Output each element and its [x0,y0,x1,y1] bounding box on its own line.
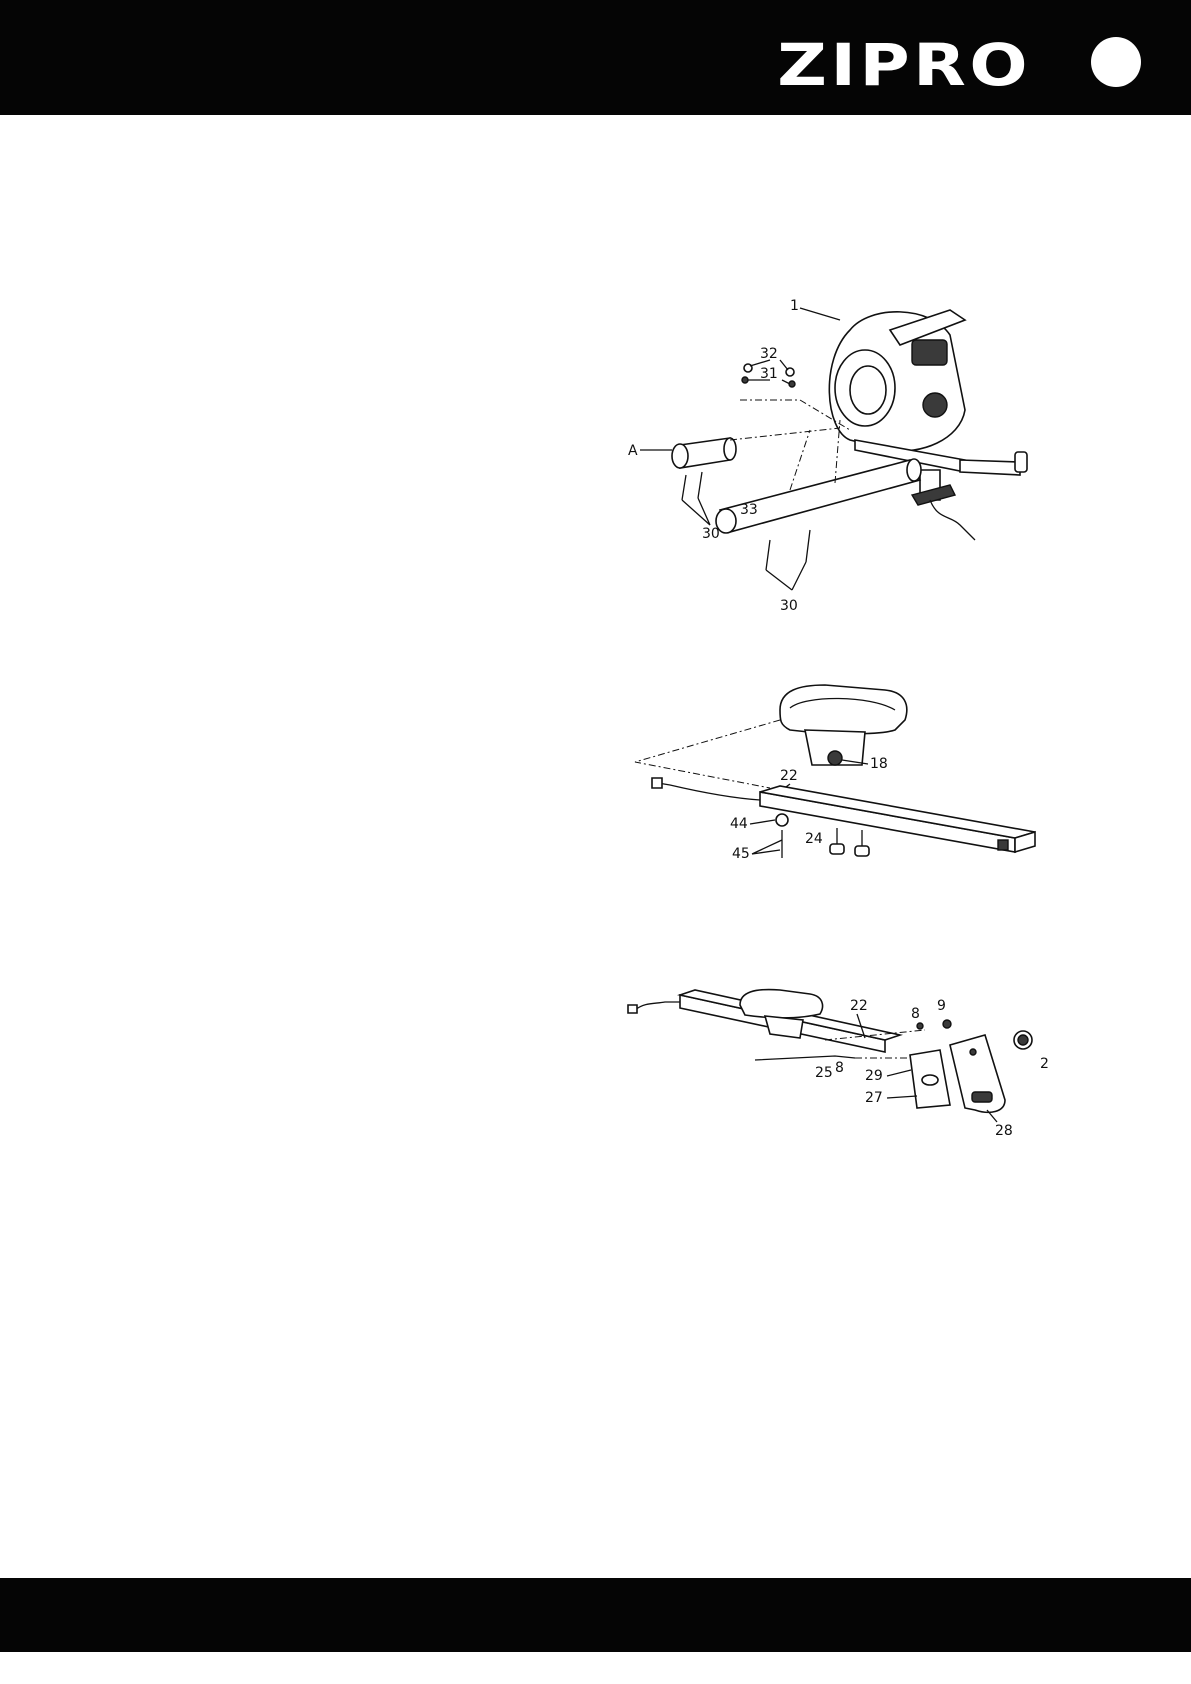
label-washer: 32 [760,346,778,362]
label-cap: 2 [1040,1056,1049,1072]
seat-unit [780,685,907,765]
label-front-stabilizer: 33 [740,502,758,518]
rail-beam [760,786,1035,852]
mounting-plate [910,1050,950,1108]
assembly-figure-step1: 1 32 31 A 30 33 30 [620,300,1060,620]
label-cover: 28 [995,1123,1013,1139]
wheel-pair [830,828,869,856]
label-wheels: 24 [805,831,823,847]
console-unit [829,310,1027,540]
page-header: ZIPRO [0,0,1191,115]
label-screw: 27 [865,1090,883,1106]
label-rear-stabilizer: A [628,443,638,459]
label-washer-low: 8 [835,1060,844,1076]
assembly-figure-step3: 22 8 9 2 25 8 29 27 28 [625,980,1050,1150]
label-washer-top: 8 [911,1006,920,1022]
label-washers: 45 [732,846,750,862]
label-console: 1 [790,298,799,314]
page-footer [0,1578,1191,1652]
label-rail: 22 [850,998,868,1014]
assembly-figure-step2: 18 22 44 45 24 [630,680,1050,880]
end-cap [1014,1031,1032,1049]
label-nut: 9 [937,998,946,1014]
label-screws-a: 30 [702,526,720,542]
label-rail: 22 [780,768,798,784]
page-number-badge [1091,37,1141,87]
label-plate: 29 [865,1068,883,1084]
label-pin: 44 [730,816,748,832]
rear-cover [950,1035,1005,1112]
brand-logo: ZIPRO [777,36,1031,94]
label-seat-knob: 18 [870,756,888,772]
label-screws-b: 30 [780,598,798,614]
label-bolt: 25 [815,1065,833,1081]
